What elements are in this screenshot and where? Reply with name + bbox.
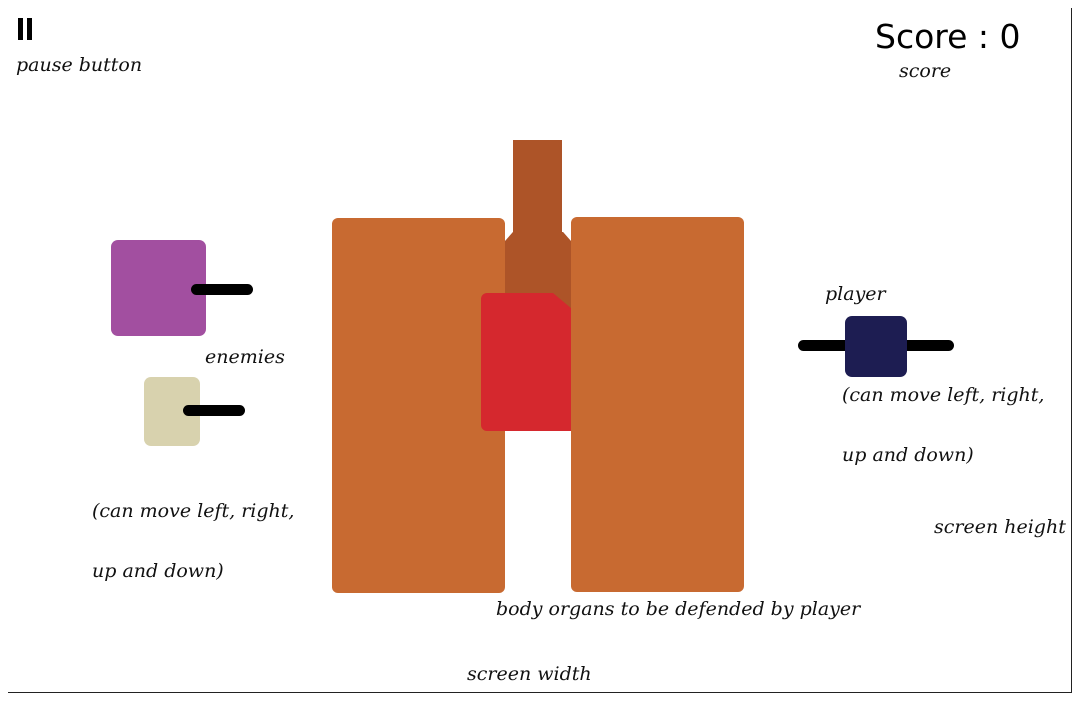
enemy-purple-weapon — [191, 284, 253, 295]
enemy-beige-weapon — [183, 405, 245, 416]
player-weapon-right — [892, 340, 954, 351]
enemies-movement-annotation-line1: (can move left, right, — [92, 500, 295, 522]
player-annotation: player — [825, 283, 886, 305]
score-annotation: score — [899, 60, 952, 82]
pause-icon-bar-right — [27, 18, 32, 40]
enemy-purple — [111, 240, 206, 336]
enemies-movement-annotation-line2: up and down) — [92, 560, 224, 582]
player-weapon-left — [798, 340, 860, 351]
player-movement-annotation-line2: up and down) — [842, 444, 974, 466]
screen-right-edge — [1071, 8, 1072, 693]
left-lung — [332, 218, 505, 593]
organs-annotation: body organs to be defended by player — [496, 598, 861, 620]
trachea — [513, 140, 562, 240]
score-display: Score : 0 — [875, 17, 1021, 56]
screen-width-annotation: screen width — [467, 663, 592, 685]
player-character[interactable] — [845, 316, 907, 377]
screen-height-annotation: screen height — [934, 516, 1066, 538]
player-movement-annotation-line1: (can move left, right, — [842, 384, 1045, 406]
pause-button[interactable] — [16, 16, 36, 42]
right-lung — [571, 217, 744, 592]
screen-bottom-edge — [8, 692, 1072, 693]
pause-icon-bar-left — [18, 18, 23, 40]
enemies-annotation: enemies — [205, 346, 285, 368]
pause-button-annotation: pause button — [16, 54, 143, 76]
heart — [481, 293, 571, 431]
